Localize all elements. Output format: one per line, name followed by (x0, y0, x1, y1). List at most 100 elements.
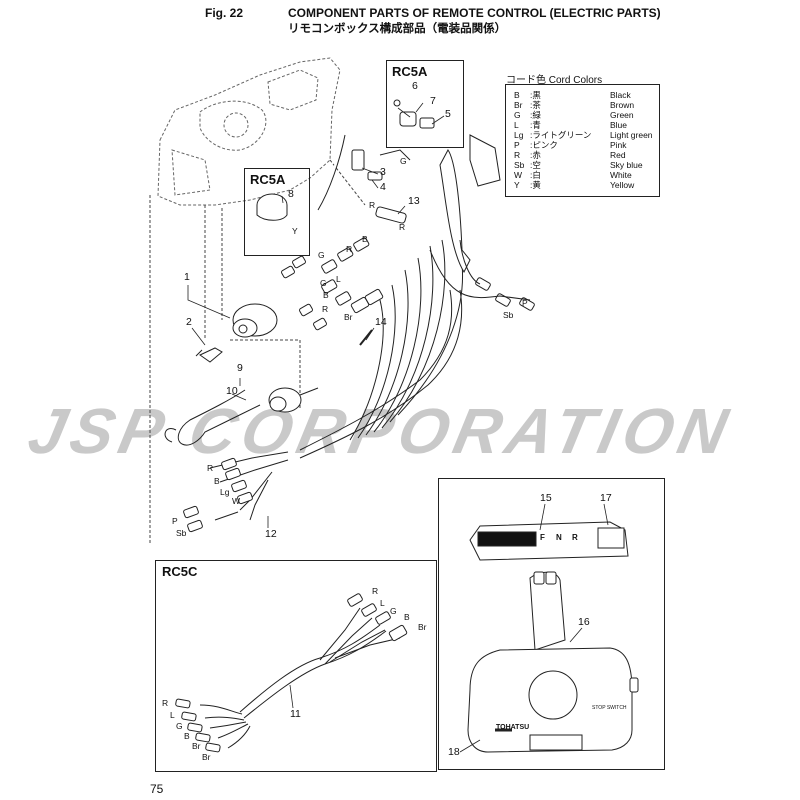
callout-18: 18 (448, 746, 460, 758)
page-number: 75 (150, 782, 164, 796)
legend-code: P (514, 140, 520, 150)
legend-en: Pink (610, 140, 627, 150)
rc5c-label: RC5C (162, 564, 198, 579)
legend-code: Y (514, 180, 520, 190)
wire-label: G (320, 278, 327, 288)
wire-label: Br (344, 312, 353, 322)
legend-en: Black (610, 90, 631, 100)
wire-label: L (170, 710, 175, 720)
legend-jp: :ピンク (530, 140, 558, 150)
legend-jp: :青 (530, 120, 541, 130)
callout-16: 16 (578, 616, 590, 628)
rc5a-inner-label: RC5A (250, 172, 286, 187)
callout-15: 15 (540, 492, 552, 504)
legend-jp: :赤 (530, 150, 541, 160)
legend-en: Blue (610, 120, 628, 130)
wire-label: L (380, 598, 385, 608)
stop-switch-label: STOP SWITCH (592, 705, 627, 711)
connectors (183, 237, 535, 533)
legend-code: W (514, 170, 523, 180)
wire-label: Br (202, 752, 211, 762)
wire-label: B (214, 476, 220, 486)
page-title-japanese: リモコンボックス構成部品（電装品関係） (288, 23, 507, 35)
remote-control-box (467, 521, 639, 753)
legend-code: G (514, 110, 521, 120)
legend-jp: :黄 (530, 180, 541, 190)
rc5a-top-box (386, 60, 464, 148)
legend-en: White (610, 170, 632, 180)
wire-label: G (400, 156, 407, 166)
legend-row: Sb :空 Sky blue (514, 160, 656, 170)
stop-switch (268, 387, 319, 413)
legend-en: Light green (610, 130, 653, 140)
cable-tie (359, 329, 373, 346)
wire-label: B (404, 612, 410, 622)
callout-12: 12 (265, 528, 277, 540)
wire-label: G (318, 250, 325, 260)
wire-label: Br (192, 741, 201, 751)
gear-indicator-r: R (572, 533, 578, 542)
lanyard-cord (164, 389, 261, 446)
legend-code: Lg (514, 130, 524, 140)
rc5c-connectors (175, 593, 408, 753)
rc5c-box (155, 560, 437, 772)
callout-17: 17 (600, 492, 612, 504)
callout-3: 3 (380, 166, 386, 178)
legend-row: P :ピンク Pink (514, 140, 656, 150)
extension-connector (375, 206, 407, 224)
legend-row: Lg :ライトグリーン Light green (514, 130, 656, 140)
legend-en: Yellow (610, 180, 635, 190)
inner-trim-switch (256, 193, 288, 221)
wire-label: Lg (220, 487, 230, 497)
wire-label: R (372, 586, 379, 596)
callout-4: 4 (380, 181, 386, 193)
trim-switch-lever (393, 99, 501, 274)
housing-outline (157, 57, 341, 206)
callout-8: 8 (288, 188, 294, 200)
legend-jp: :空 (530, 160, 541, 170)
remote-box-panel (438, 478, 665, 770)
callout-9: 9 (237, 362, 243, 374)
gear-indicator-f: F (540, 533, 545, 542)
cable-plugs (317, 134, 411, 211)
wire-label: G (390, 606, 397, 616)
wire-label: W (232, 496, 241, 506)
wire-label: B (362, 234, 368, 244)
legend-en: Sky blue (610, 160, 643, 170)
legend-en: Green (610, 110, 634, 120)
wire-label: G (176, 721, 183, 731)
callout-13: 13 (408, 195, 420, 207)
main-harness (209, 239, 463, 521)
wire-label: L (336, 274, 341, 284)
legend-en: Brown (610, 100, 635, 110)
legend-code: L (514, 120, 519, 130)
wire-label: P (522, 298, 528, 308)
wire-label: B (323, 290, 329, 300)
key-switch (232, 303, 278, 338)
legend-code: Br (514, 100, 523, 110)
key (195, 347, 223, 363)
wire-label: Br (418, 622, 427, 632)
rc5c-harness (239, 607, 401, 719)
legend-row: L :青 Blue (514, 120, 656, 130)
brand-logo: TOHATSU (496, 724, 530, 731)
legend-jp: :緑 (530, 110, 541, 120)
figure-number: Fig. 22 (205, 6, 244, 20)
rc5a-top-label: RC5A (392, 64, 428, 79)
wire-label: Sb (503, 310, 514, 320)
callout-1: 1 (184, 271, 190, 283)
legend-jp: :白 (530, 170, 541, 180)
callout-5: 5 (445, 108, 451, 120)
wire-label: R (207, 463, 214, 473)
cord-colors-legend: B :黒 Black Br :茶 Brown G :緑 Green L :青 B… (505, 84, 660, 197)
callout-2: 2 (186, 316, 192, 328)
page-title: COMPONENT PARTS OF REMOTE CONTROL (ELECT… (288, 6, 661, 20)
legend-code: R (514, 150, 521, 160)
legend-title: コード色 Cord Colors (506, 75, 603, 86)
legend-row: Br :茶 Brown (514, 100, 656, 110)
wire-label: Y (292, 226, 298, 236)
wire-label: R (162, 698, 169, 708)
legend-jp: :黒 (530, 90, 541, 100)
wire-label: R (346, 244, 353, 254)
